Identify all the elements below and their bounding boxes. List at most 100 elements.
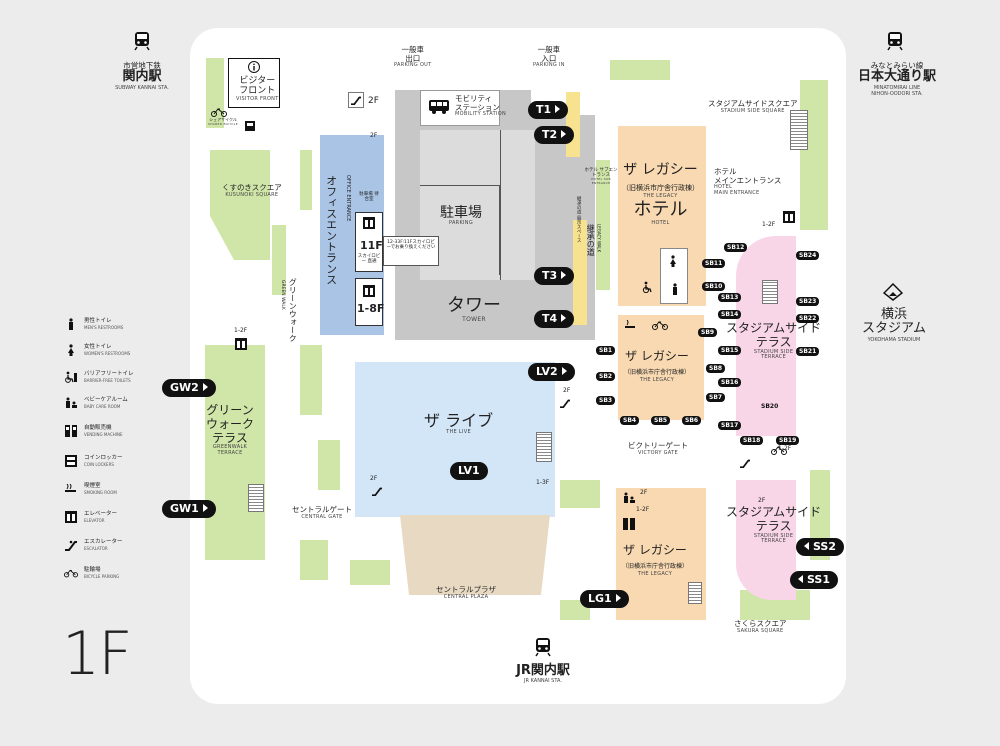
sb-10[interactable]: SB10 [702, 282, 726, 291]
baby-care-room-icon [64, 396, 78, 410]
sb-8[interactable]: SB8 [706, 364, 726, 373]
sb-17[interactable]: SB17 [718, 421, 742, 430]
green-area-walk-2 [318, 440, 340, 490]
sb-20[interactable]: SB20 [761, 403, 779, 410]
smoking-room-icon-legacy2 [623, 318, 637, 332]
baby-care-icon-legacy3 [622, 492, 636, 504]
entrance-lv1[interactable]: LV1 [450, 462, 488, 480]
escalator-icon-terrace [738, 456, 752, 470]
green-area-victory [560, 480, 600, 508]
sb-7[interactable]: SB7 [706, 393, 726, 402]
entrance-lg1[interactable]: LG1 [580, 590, 629, 608]
skylobby-note-box [383, 236, 439, 266]
elevator-11f-label: 11F [360, 239, 383, 252]
baseball-icon-stadium [882, 282, 904, 302]
sb-2[interactable]: SB2 [596, 372, 616, 381]
tower-inner-line [500, 130, 530, 280]
coin-locker-icon-top [244, 120, 256, 132]
entrance-lv2[interactable]: LV2 [528, 363, 575, 381]
bus-icon [427, 98, 451, 116]
sb-15[interactable]: SB15 [718, 346, 742, 355]
stairs-greenwalk [248, 484, 264, 512]
elevator-icon-greenwalk [234, 337, 248, 351]
legacy-3-label: ザ レガシー（旧横浜市庁舎行政棟） THE LEGACY [622, 543, 689, 577]
sb-16[interactable]: SB16 [718, 378, 742, 387]
womens-restroom-icon-hotel [666, 254, 680, 268]
floor-tag-2f-sb19: 1-2F [778, 445, 792, 452]
entrance-gw2[interactable]: GW2 [162, 379, 216, 397]
sb-14[interactable]: SB14 [718, 310, 742, 319]
stairs-stadium-top [790, 110, 808, 150]
skylobby-label: スカイロビー 直通 [357, 254, 381, 265]
smoking-room-icon [64, 482, 78, 496]
visitor-front-label: ビジターフロント VISITOR FRONT [236, 76, 279, 102]
floor-tag-2f-escalator: 2F [368, 96, 379, 106]
entrance-ss1[interactable]: SS1 [790, 571, 839, 589]
coin-locker-icon [64, 454, 78, 468]
legacy-walk-label: 継承の道 [586, 224, 596, 256]
sb-3[interactable]: SB3 [596, 396, 616, 405]
office-entrance-label: オフィスエントランス [324, 175, 338, 285]
elevator-icon-stadium [782, 210, 796, 224]
floor-tag-2f-central: 2F [370, 475, 378, 482]
parking-in-label: 一般車入口 PARKING IN [533, 45, 565, 69]
sb-1[interactable]: SB1 [596, 346, 616, 355]
stadium-terrace-1 [736, 236, 796, 436]
sb-24[interactable]: SB24 [796, 251, 820, 260]
sb-21[interactable]: SB21 [796, 347, 820, 356]
bicycle-parking-icon [64, 566, 78, 580]
legacy-hotel-label: ザ レガシー （旧横浜市庁舎行政棟） THE LEGACY ホテル HOTEL [622, 162, 699, 226]
entrance-t4[interactable]: T4 [534, 310, 575, 328]
skylobby-note: 12-33F:11Fスカイロビーでお乗り換えください [386, 240, 436, 251]
vending-machine-icon [64, 424, 78, 438]
sb-9[interactable]: SB9 [698, 328, 718, 337]
office-entrance-en: OFFICE ENTRANCE [344, 175, 351, 222]
entrance-gw1[interactable]: GW1 [162, 500, 216, 518]
sb-5[interactable]: SB5 [651, 416, 671, 425]
sb-6[interactable]: SB6 [682, 416, 702, 425]
barrier-free-icon-hotel [640, 280, 654, 294]
sb-13[interactable]: SB13 [718, 293, 742, 302]
sb-23[interactable]: SB23 [796, 297, 820, 306]
elevator-1-8f-label: 1-8F [357, 302, 385, 315]
train-icon-minatomirai [884, 30, 906, 52]
sb-18[interactable]: SB18 [740, 436, 764, 445]
floor-tag-1-3f: 1-3F [536, 479, 550, 486]
jr-kannai-station: JR関内駅 JR KANNAI STA. [516, 663, 570, 685]
the-live-building [355, 362, 555, 517]
entrance-ss2[interactable]: SS2 [796, 538, 845, 556]
green-walk-en: GREEN WALK [280, 280, 286, 310]
central-plaza-area [400, 515, 550, 595]
elevator-icon-office-1 [362, 216, 376, 230]
mens-restroom-icon [64, 317, 78, 331]
womens-restroom-icon [64, 343, 78, 357]
escalator-icon [64, 538, 78, 552]
entrance-t3[interactable]: T3 [534, 267, 575, 285]
sb-22[interactable]: SB22 [796, 314, 820, 323]
barrier-free-toilet-icon [64, 370, 78, 384]
green-area-left-strip [300, 150, 312, 210]
sb-12[interactable]: SB12 [724, 243, 748, 252]
sb-11[interactable]: SB11 [702, 259, 726, 268]
sb-19[interactable]: SB19 [776, 436, 800, 445]
stairs-live [536, 432, 552, 462]
mobility-station-label: モビリティステーション MOBILITY STATION [455, 94, 506, 118]
sb-4[interactable]: SB4 [620, 416, 640, 425]
entrance-t2[interactable]: T2 [534, 126, 575, 144]
entrance-t1[interactable]: T1 [528, 101, 569, 119]
green-area-walk-1 [300, 345, 322, 415]
parking-inner-line [420, 185, 500, 275]
